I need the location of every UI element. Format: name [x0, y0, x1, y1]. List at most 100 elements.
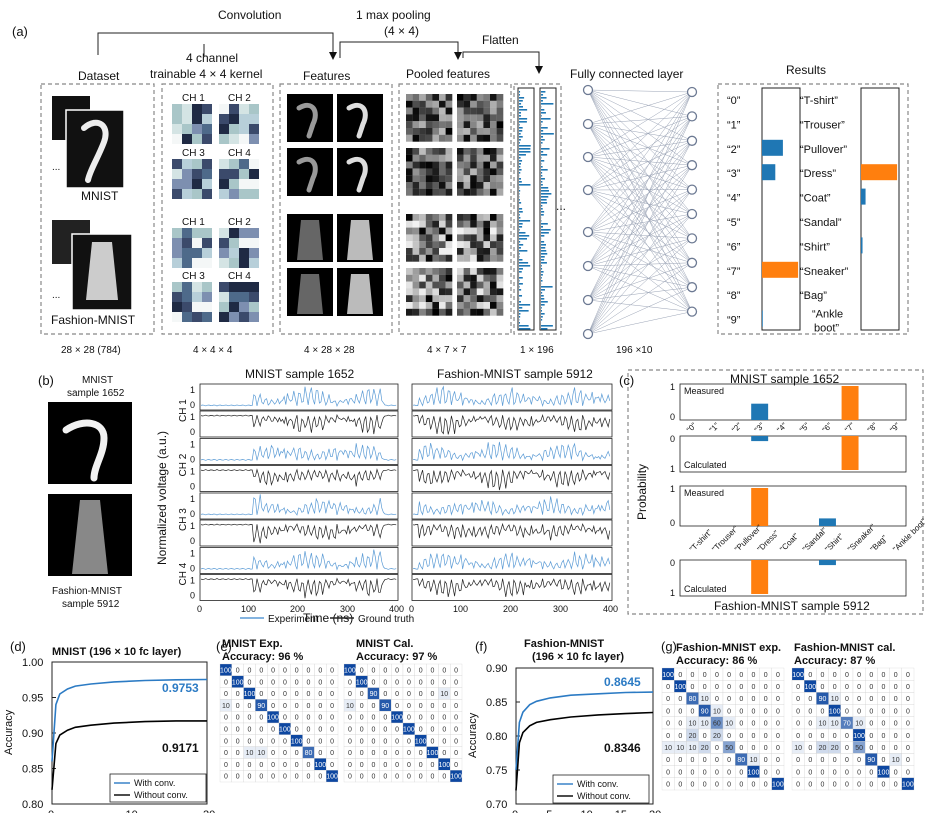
confusion-value: 0 [442, 667, 446, 674]
confusion-value: 0 [318, 738, 322, 745]
pooled-cell [432, 128, 440, 135]
pooled-cell [470, 148, 477, 155]
pooled-cell [457, 154, 464, 162]
flatten-bar [519, 247, 521, 249]
confusion-value: 100 [232, 679, 244, 686]
confusion-title: Fashion-MNIST exp. [676, 642, 781, 654]
confusion-value: 0 [330, 691, 334, 698]
confusion-value: 0 [295, 750, 299, 757]
pooled-cell [470, 214, 477, 221]
confusion-value: 0 [869, 696, 873, 703]
confusion-value: 0 [283, 691, 287, 698]
confusion-value: 0 [383, 691, 387, 698]
mnist-digit-stroke [81, 119, 109, 183]
pooled-cell [470, 128, 477, 135]
fc-connection [587, 286, 693, 335]
confusion-value: 0 [330, 762, 334, 769]
pooled-cell [439, 188, 446, 196]
confusion-value: 0 [764, 757, 768, 764]
wave-xtick-right: 300 [553, 604, 568, 614]
kernel-cell [192, 302, 202, 312]
fc-connection [587, 116, 693, 233]
kernel-cell [182, 159, 192, 169]
kernel-cell [172, 104, 182, 114]
pooled-cell [483, 234, 491, 242]
confusion-value: 0 [894, 782, 898, 789]
confusion-value: 90 [867, 757, 875, 764]
confusion-value: 0 [821, 672, 825, 679]
confusion-value: 0 [776, 745, 780, 752]
confusion-value: 0 [419, 715, 423, 722]
wave-ytick: 1 [190, 549, 195, 559]
confusion-value: 0 [752, 708, 756, 715]
confusion-value: 0 [857, 782, 861, 789]
pooled-cell [483, 241, 491, 249]
kernel-cell [239, 169, 249, 179]
flatten-bar [541, 226, 543, 228]
pooled-cell [445, 121, 453, 129]
pooled-cell [457, 100, 464, 108]
confusion-value: 0 [360, 750, 364, 757]
panel-b: (b) MNIST sample 1652 Fashion-MNIST samp… [38, 367, 618, 625]
pooled-cell [425, 220, 433, 228]
pooled-cell [406, 182, 413, 189]
pooled-cell [457, 220, 464, 228]
class-tick-label: "Ankle boot" [891, 517, 928, 554]
convolution-label: Convolution [218, 8, 281, 22]
kernel-cell [249, 169, 259, 179]
confusion-value: 90 [701, 708, 709, 715]
pooled-cell [470, 288, 477, 296]
confusion-value: 0 [318, 703, 322, 710]
pooled-cell [439, 308, 446, 316]
flatten-bar [519, 226, 523, 228]
feature-map-stroke [296, 102, 318, 139]
pooled-cell [457, 308, 464, 316]
pooled-cell [439, 288, 446, 296]
fashion-accuracy-chart: Fashion-MNIST(196 × 10 fc layer)0.900.85… [467, 638, 661, 813]
b-fashion-dress [72, 500, 108, 574]
flatten-bar [541, 130, 544, 132]
features-title: Features [303, 69, 350, 83]
confusion-value: 0 [882, 782, 886, 789]
confusion-value: 0 [236, 667, 240, 674]
confusion-value: 0 [383, 762, 387, 769]
flatten-bar [541, 307, 542, 309]
confusion-value: 0 [271, 738, 275, 745]
confusion-value: 0 [442, 738, 446, 745]
confusion-value: 0 [318, 715, 322, 722]
pooled-cell [406, 100, 413, 108]
pooled-cell [496, 100, 504, 108]
confusion-value: 10 [701, 721, 709, 728]
kernel-cell [182, 189, 192, 199]
confusion-value: 0 [383, 715, 387, 722]
flatten-bar [541, 328, 548, 330]
fc-output-node [686, 111, 698, 122]
confusion-value: 0 [715, 684, 719, 691]
pooled-cell [476, 308, 484, 316]
pooled-cell [496, 281, 504, 289]
chart-ytick: 0.95 [22, 693, 43, 705]
pooled-cell [432, 308, 440, 316]
confusion-value: 0 [442, 750, 446, 757]
confusion-value: 0 [348, 691, 352, 698]
confusion-value: 0 [383, 774, 387, 781]
pooled-cell [490, 188, 497, 196]
flatten-bar [541, 229, 551, 231]
pooled-cell [457, 274, 464, 282]
pooled-cell [490, 107, 497, 115]
class-label: “T-shirt” [800, 95, 838, 107]
prob-panel-label: Calculated [684, 584, 727, 594]
kernel-cell [182, 179, 192, 189]
flatten-bar [541, 298, 545, 300]
class-tick-label: "Shirt" [823, 532, 845, 554]
confusion-value: 0 [442, 726, 446, 733]
confusion-value: 0 [236, 774, 240, 781]
flatten-bar [519, 220, 531, 222]
pooled-cell [425, 182, 433, 189]
digit-tick-label: "3" [753, 421, 767, 435]
flatten-bar [541, 172, 543, 174]
pooled-cell [439, 175, 446, 183]
confusion-value: 0 [407, 691, 411, 698]
fc-connection [587, 189, 693, 335]
